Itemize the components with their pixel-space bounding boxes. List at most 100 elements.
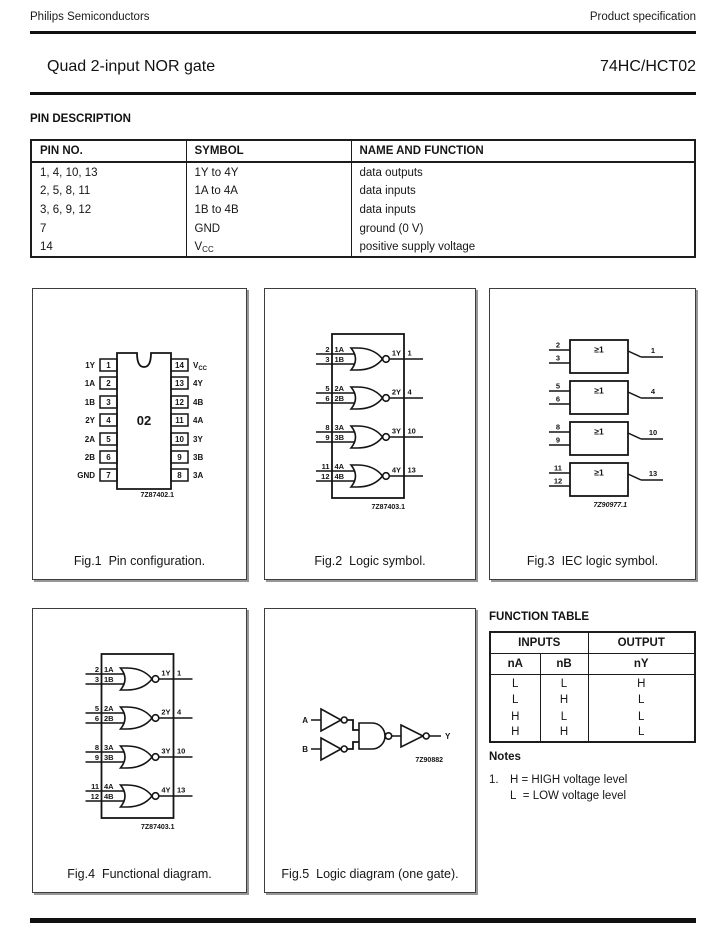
nor-gate-4: 11 4A 12 4B 4Y 13 <box>316 462 423 488</box>
svg-text:4Y: 4Y <box>392 466 401 475</box>
svg-text:2B: 2B <box>104 714 114 723</box>
nor-gate-1: 2 1A 3 1B 1Y 1 <box>85 665 193 691</box>
fig3-caption: Fig.3 IEC logic symbol. <box>526 554 659 568</box>
svg-text:2A: 2A <box>335 384 345 393</box>
nor-gate-2: 5 2A 6 2B 2Y 4 <box>85 704 193 730</box>
svg-text:11: 11 <box>322 462 330 471</box>
fig2-logic-symbol-diagram: 2 1A 3 1B 1Y 1 5 2A 6 2B 2Y 4 <box>316 333 423 511</box>
nor-gate-2: 5 2A 6 2B 2Y 4 <box>316 384 423 410</box>
fig5-code: 7Z90882 <box>415 757 443 764</box>
iec-gate-2: ≥1 5 6 4 <box>549 380 663 415</box>
svg-text:10: 10 <box>175 435 184 444</box>
svg-text:2A: 2A <box>104 704 114 713</box>
inverter-b: B <box>302 736 359 762</box>
svg-text:3A: 3A <box>104 743 114 752</box>
iec-gate-3: ≥1 8 9 10 <box>549 421 663 456</box>
svg-text:1A: 1A <box>85 379 95 388</box>
svg-text:11: 11 <box>91 782 99 791</box>
fig5-box: A B Y <box>264 608 476 893</box>
svg-text:13: 13 <box>649 469 657 478</box>
note-number: 1. <box>489 774 499 786</box>
function-table-row: H H L <box>490 725 695 742</box>
svg-text:≥1: ≥1 <box>594 427 604 437</box>
header-rule <box>30 31 696 34</box>
function-table-column-header: nA nB nY <box>490 653 695 675</box>
svg-text:13: 13 <box>175 379 184 388</box>
pin-left-4: 4 2Y <box>85 413 118 427</box>
notes-heading: Notes <box>489 751 521 763</box>
nor-gate-4: 11 4A 12 4B 4Y 13 <box>85 782 193 808</box>
pin-table-row: 1, 4, 10, 13 1Y to 4Y data outputs <box>31 162 695 181</box>
svg-text:9: 9 <box>177 453 182 462</box>
fig1-caption: Fig.1 Pin configuration. <box>73 554 206 568</box>
pin-left-5: 5 2A <box>85 432 118 446</box>
svg-text:3Y: 3Y <box>392 427 401 436</box>
svg-text:2B: 2B <box>85 453 95 462</box>
fig4-functional-diagram: 2 1A 3 1B 1Y 1 5 2A 6 2B 2Y 4 <box>85 653 193 831</box>
nor-gate-3: 8 3A 9 3B 3Y 10 <box>85 743 193 769</box>
svg-text:10: 10 <box>649 428 657 437</box>
svg-text:2Y: 2Y <box>85 416 95 425</box>
svg-text:4: 4 <box>408 388 413 397</box>
svg-text:5: 5 <box>325 384 329 393</box>
pin-table-row: 14 VCC positive supply voltage <box>31 238 695 257</box>
fig1-pin-configuration-diagram: 02 1 1Y 2 1A 3 1B 4 2Y <box>77 352 208 499</box>
svg-text:13: 13 <box>408 466 416 475</box>
fig2-caption: Fig.2 Logic symbol. <box>314 554 426 568</box>
pin-right-9: 9 3B <box>170 450 203 464</box>
svg-text:2: 2 <box>106 379 111 388</box>
col-symbol: SYMBOL <box>185 140 351 163</box>
footer-rule <box>30 918 696 923</box>
nor-gate-3: 8 3A 9 3B 3Y 10 <box>316 423 423 449</box>
nand-gate <box>358 722 401 750</box>
svg-text:8: 8 <box>95 743 99 752</box>
pin-right-8: 8 3A <box>170 468 203 482</box>
svg-text:4A: 4A <box>335 462 345 471</box>
svg-text:8: 8 <box>556 423 560 432</box>
svg-text:9: 9 <box>556 436 560 445</box>
svg-text:A: A <box>302 716 308 725</box>
note-1: 1. H = HIGH voltage level L = LOW voltag… <box>489 772 696 804</box>
svg-text:1B: 1B <box>335 355 345 364</box>
svg-text:10: 10 <box>177 747 185 756</box>
svg-text:3B: 3B <box>335 433 345 442</box>
vcc-subscript: CC <box>198 366 207 372</box>
svg-text:14: 14 <box>175 361 184 370</box>
svg-text:4A: 4A <box>193 416 203 425</box>
svg-text:10: 10 <box>408 427 416 436</box>
pin-right-12: 12 4B <box>170 395 203 409</box>
svg-text:2B: 2B <box>335 394 345 403</box>
svg-text:5: 5 <box>106 435 111 444</box>
nor-gate-1: 2 1A 3 1B 1Y 1 <box>316 345 423 371</box>
function-table-row: L H L <box>490 691 695 708</box>
fig2-code: 7Z87403.1 <box>372 504 406 511</box>
pin-left-6: 6 2B <box>85 450 118 464</box>
vcc-subscript: CC <box>202 244 214 254</box>
fig4-caption: Fig.4 Functional diagram. <box>67 867 212 881</box>
function-table-heading: FUNCTION TABLE <box>489 611 590 623</box>
ic-body <box>116 352 172 490</box>
svg-text:11: 11 <box>175 416 184 425</box>
svg-text:2: 2 <box>325 345 329 354</box>
svg-text:3B: 3B <box>104 753 114 762</box>
inverter-a: A <box>302 707 359 733</box>
svg-text:VCC: VCC <box>193 361 208 372</box>
fig3-iec-symbol-diagram: ≥1 2 3 1 ≥1 5 6 4 ≥1 8 <box>549 339 663 509</box>
header-left: Philips Semiconductors <box>30 11 150 23</box>
svg-text:12: 12 <box>175 398 184 407</box>
svg-text:8: 8 <box>325 423 329 432</box>
title-rule <box>30 92 696 95</box>
output-group-header: OUTPUT <box>587 632 695 654</box>
svg-text:4B: 4B <box>335 472 345 481</box>
svg-text:Y: Y <box>445 732 451 741</box>
fig5-caption: Fig.5 Logic diagram (one gate). <box>281 867 459 881</box>
fig1-code: 7Z87402.1 <box>141 492 175 499</box>
iec-gate-1: ≥1 2 3 1 <box>549 339 663 374</box>
svg-text:1A: 1A <box>335 345 345 354</box>
fig3-code: 7Z90977.1 <box>594 502 628 509</box>
svg-text:3A: 3A <box>335 423 345 432</box>
svg-text:1B: 1B <box>104 675 114 684</box>
svg-text:5: 5 <box>556 382 560 391</box>
svg-text:6: 6 <box>556 395 560 404</box>
svg-text:1: 1 <box>651 346 655 355</box>
